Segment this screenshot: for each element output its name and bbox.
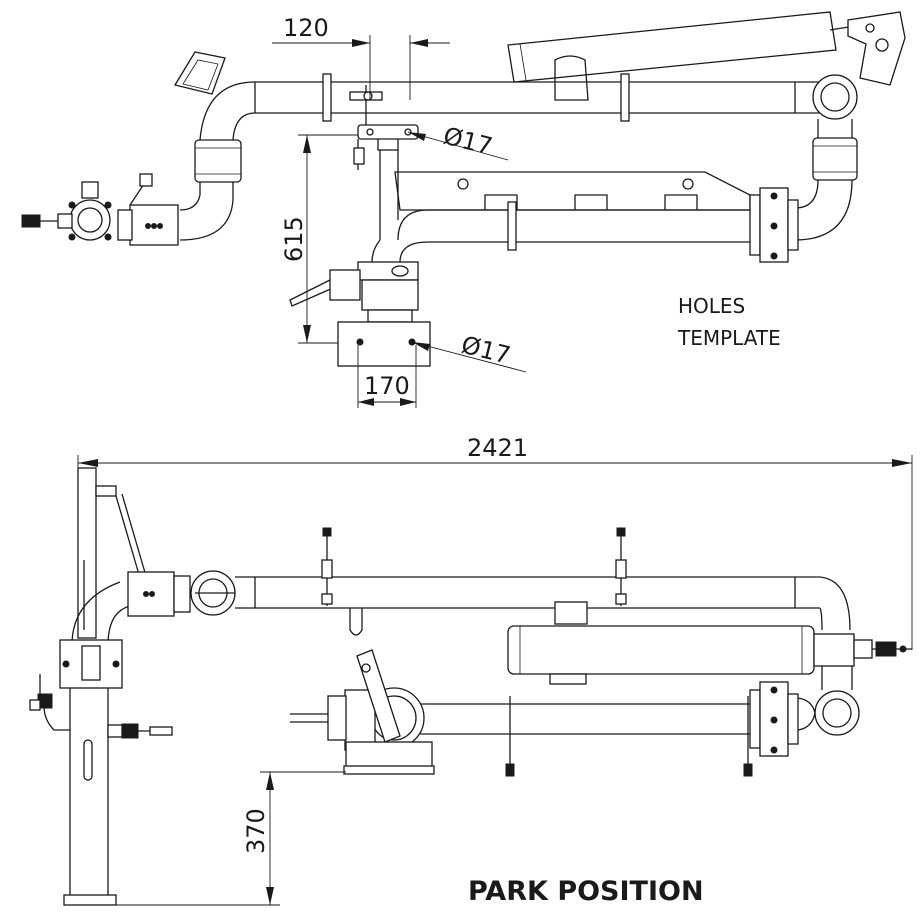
dim-170-label: 170 xyxy=(364,372,410,400)
dim-120: 120 xyxy=(272,14,450,100)
dim-170: 170 xyxy=(357,345,417,408)
left-elbow xyxy=(173,51,256,241)
view-title: PARK POSITION xyxy=(468,876,704,907)
right-elbow-top xyxy=(794,74,858,241)
swivel-base-top xyxy=(289,261,431,367)
dim-2421: 2421 xyxy=(77,434,913,650)
dim-615-label: 615 xyxy=(280,216,308,262)
lower-arm xyxy=(420,681,799,777)
post-top xyxy=(371,137,429,263)
side-cylinder xyxy=(507,625,912,685)
riser xyxy=(59,467,147,906)
riser-valves xyxy=(29,674,173,739)
upper-arm xyxy=(127,570,851,636)
hole-top-label: Ø17 xyxy=(441,122,496,161)
hole-leader-top: Ø17 xyxy=(407,122,509,161)
swivel-base-side xyxy=(290,649,435,775)
dim-370-label: 370 xyxy=(242,808,270,854)
holes-note-line2: TEMPLATE xyxy=(677,326,781,350)
arm-clamps xyxy=(321,527,627,606)
upper-pipe xyxy=(254,73,820,122)
dim-2421-label: 2421 xyxy=(467,434,528,462)
dim-370: 370 xyxy=(116,771,346,906)
pivot-clamp xyxy=(349,85,419,170)
top-view: 120 Ø17 615 Ø17 xyxy=(21,11,906,408)
park-position-view: 2421 xyxy=(29,434,913,907)
holes-note-line1: HOLES xyxy=(678,294,745,318)
right-elbow-lower xyxy=(797,666,860,736)
holes-template-note: HOLES TEMPLATE xyxy=(677,294,781,350)
hole-bottom-label: Ø17 xyxy=(459,331,514,370)
dim-120-label: 120 xyxy=(283,14,329,42)
left-valve xyxy=(21,173,179,246)
top-cylinder xyxy=(507,11,906,101)
dim-615: 615 xyxy=(280,134,358,344)
lower-pipe xyxy=(394,171,799,263)
